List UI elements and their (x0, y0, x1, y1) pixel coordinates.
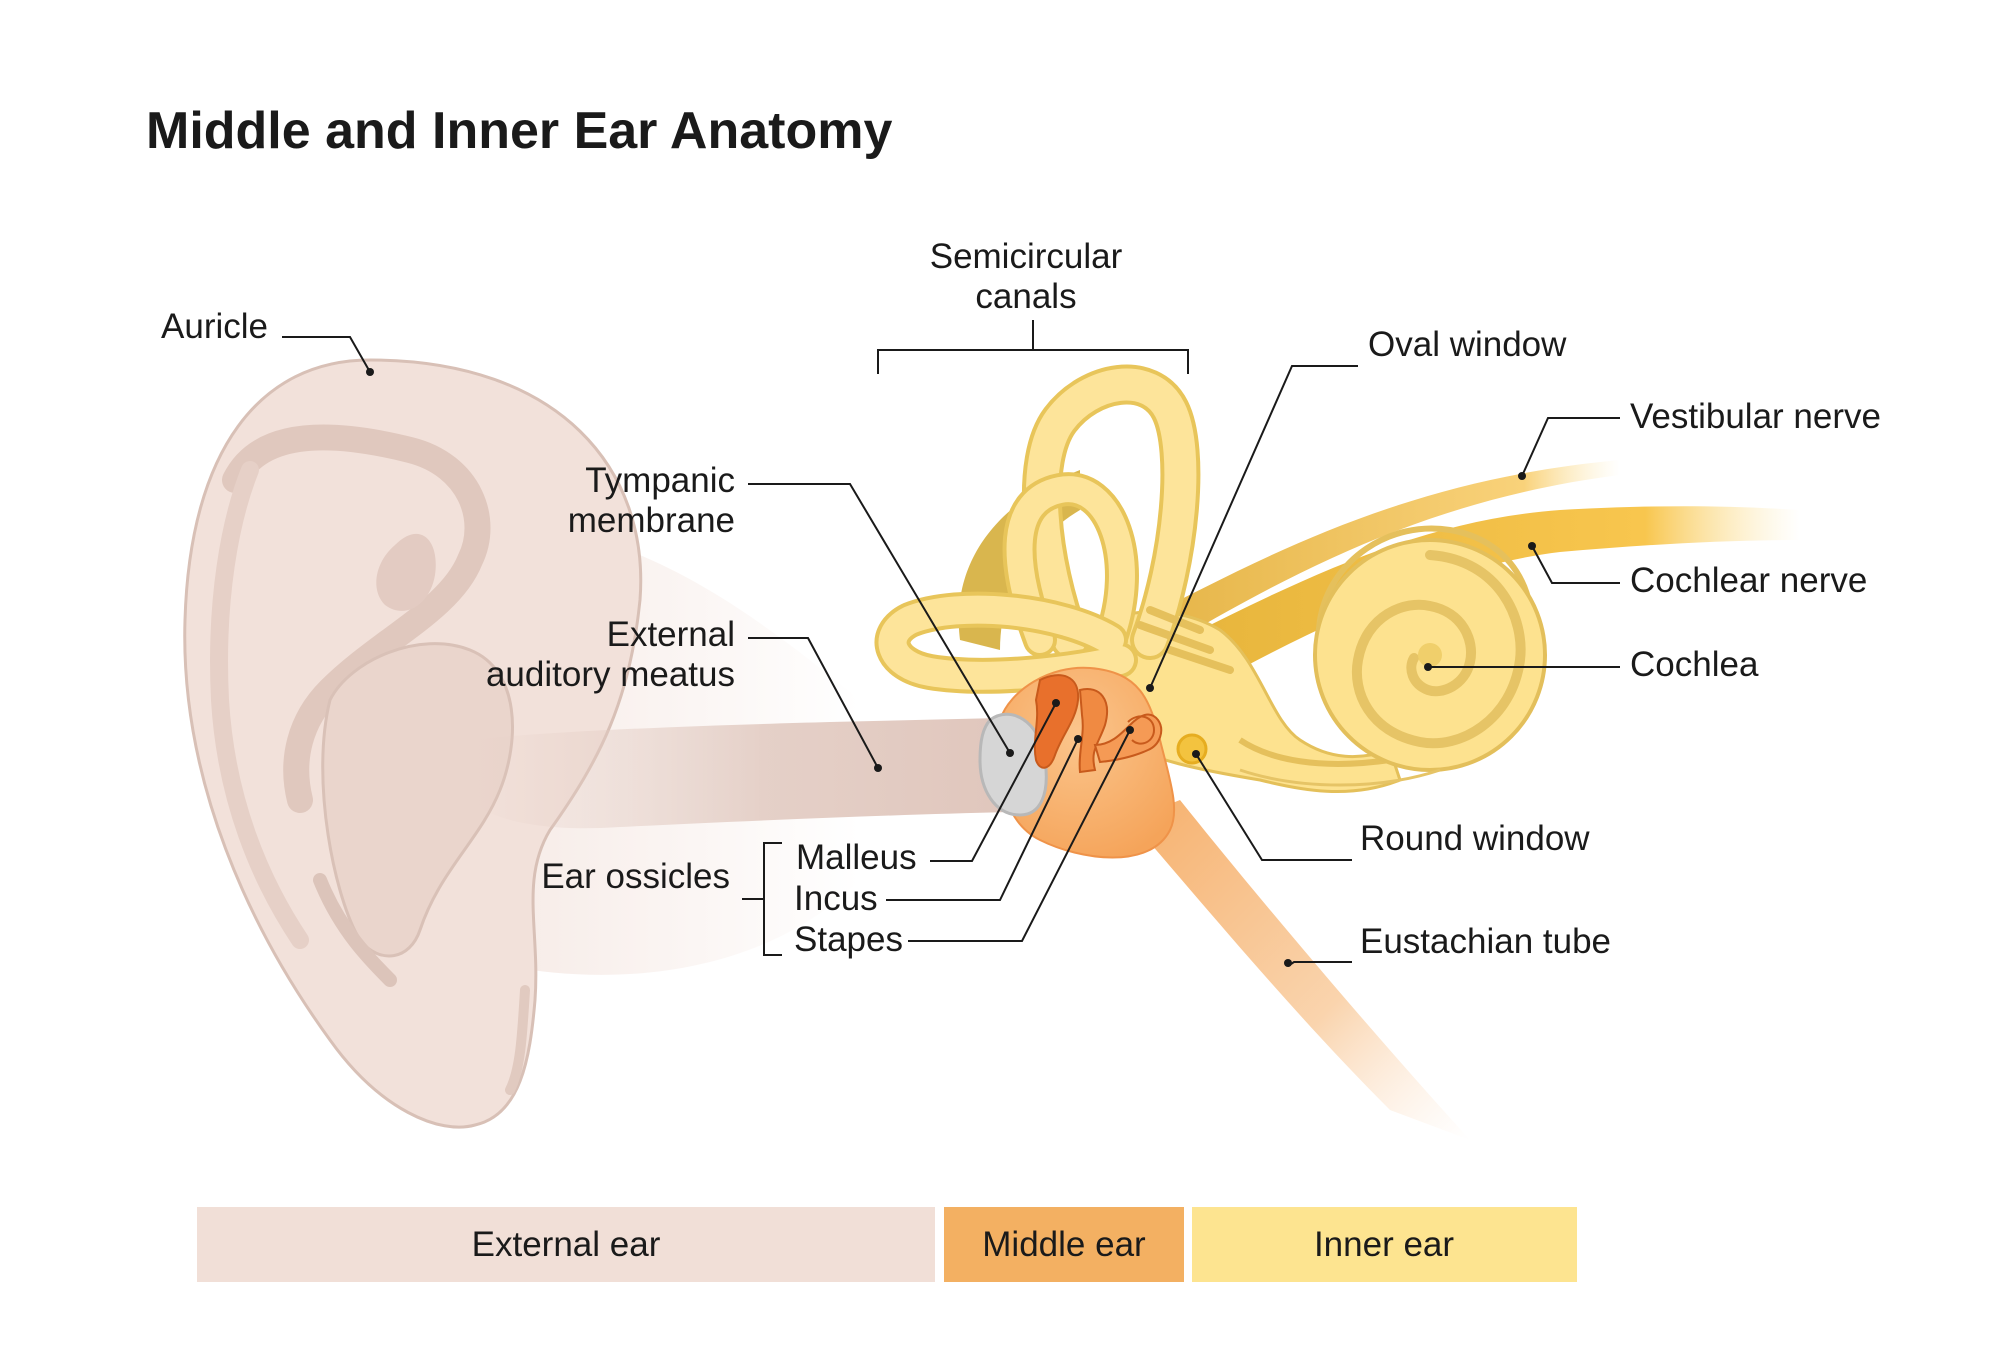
region-band-external-ear (197, 1207, 935, 1282)
external-ear-illustration (183, 358, 1013, 1129)
region-band-middle-ear (944, 1207, 1184, 1282)
leader-lines (282, 320, 1620, 967)
diagram-title: Middle and Inner Ear Anatomy (146, 102, 892, 160)
label-vestibular-nerve: Vestibular nerve (1630, 397, 1881, 436)
eustachian-tube-shape (1130, 800, 1470, 1140)
label-tympanic-membrane-line1: Tympanic (585, 461, 735, 500)
label-oval-window: Oval window (1368, 325, 1567, 364)
label-semicircular-canals-line1: Semicircular (930, 237, 1123, 276)
label-round-window: Round window (1360, 819, 1590, 858)
label-malleus: Malleus (796, 838, 917, 877)
label-external-auditory-meatus-line1: External (607, 615, 735, 654)
label-cochlear-nerve: Cochlear nerve (1630, 561, 1867, 600)
region-band-inner-ear (1192, 1207, 1577, 1282)
region-label-external-ear: External ear (472, 1225, 661, 1264)
round-window-shape (1176, 733, 1208, 765)
label-eustachian-tube: Eustachian tube (1360, 922, 1611, 961)
cochlea-shape (1238, 525, 1547, 787)
region-label-inner-ear: Inner ear (1314, 1225, 1454, 1264)
stapes-shape (1093, 713, 1163, 764)
label-semicircular-canals-line2: canals (975, 277, 1076, 316)
label-cochlea: Cochlea (1630, 645, 1759, 684)
label-auricle: Auricle (161, 307, 268, 346)
malleus-shape (1033, 674, 1080, 769)
tympanic-membrane-shape (978, 712, 1048, 817)
labels: Auricle Semicircular canals Oval window … (161, 237, 1881, 961)
inner-ear-illustration (874, 364, 1800, 793)
label-stapes: Stapes (794, 920, 903, 959)
label-external-auditory-meatus-line2: auditory meatus (486, 655, 735, 694)
label-incus: Incus (794, 879, 878, 918)
label-ear-ossicles: Ear ossicles (541, 857, 730, 896)
external-auditory-meatus-shape (470, 718, 1010, 829)
region-legend: External ear Middle ear Inner ear (197, 1207, 1577, 1282)
label-tympanic-membrane-line2: membrane (568, 501, 735, 540)
region-label-middle-ear: Middle ear (982, 1225, 1146, 1264)
